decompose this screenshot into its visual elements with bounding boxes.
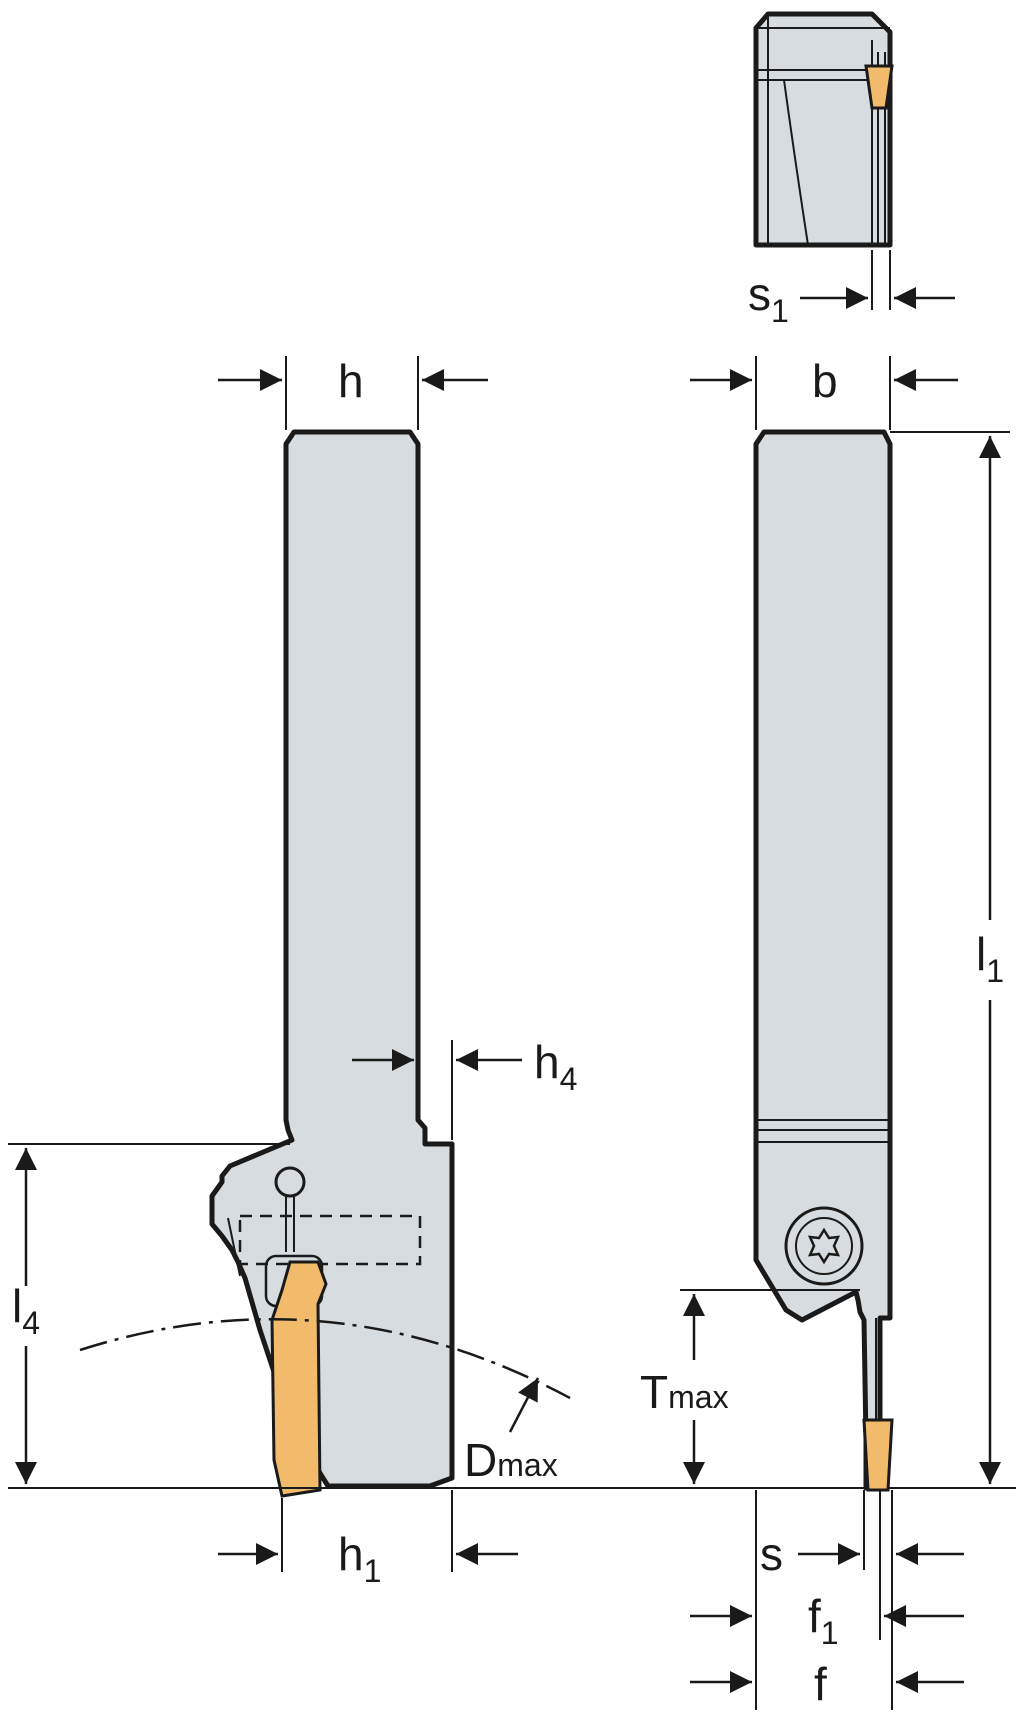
- l1-label: l1: [976, 928, 1004, 989]
- dimension-h1: h1: [218, 1490, 518, 1589]
- s1-label: s1: [748, 268, 789, 329]
- top-holder-curve: [783, 79, 809, 246]
- b-label: b: [812, 355, 838, 407]
- h1-label: h1: [338, 1528, 381, 1589]
- dimension-dmax: Dmax: [464, 1377, 558, 1486]
- l4-label: l4: [12, 1280, 40, 1341]
- dimension-h4: h4: [352, 1036, 577, 1140]
- dimension-l1: l1: [890, 431, 1016, 1484]
- dimension-b: b: [690, 355, 958, 430]
- front-insert: [862, 1418, 894, 1492]
- shank-body: [209, 429, 455, 1489]
- blade-clamp-band: [756, 1119, 890, 1143]
- dimension-s1: s1: [748, 250, 955, 329]
- top-end-view: [753, 11, 894, 248]
- dmax-arc: [79, 1317, 571, 1400]
- f1-label: f1: [808, 1590, 839, 1651]
- right-front-view: [753, 429, 894, 1492]
- torx-screw-inner: [795, 1217, 853, 1275]
- clamp-screw-hidden: [238, 1214, 422, 1266]
- top-insert: [864, 64, 894, 110]
- dimension-f: f: [690, 1570, 964, 1710]
- dimension-s: s: [760, 1490, 964, 1580]
- s-label: s: [760, 1528, 783, 1580]
- head-detail: [227, 1217, 241, 1277]
- torx-screw-icon: [807, 1227, 841, 1265]
- top-holder-bevel: [756, 14, 890, 245]
- blade-holder-body: [753, 429, 893, 1491]
- tmax-label: Tmax: [640, 1366, 729, 1418]
- h4-label: h4: [534, 1036, 577, 1097]
- torx-screw-outer: [784, 1206, 864, 1286]
- clamp-pin-head: [274, 1166, 306, 1198]
- h-label: h: [338, 355, 364, 407]
- dimension-tmax: Tmax: [640, 1289, 860, 1484]
- top-holder-body: [753, 11, 893, 248]
- left-side-view: [79, 429, 571, 1498]
- cutting-insert: [270, 1260, 328, 1498]
- dimension-h: h: [218, 355, 488, 430]
- dmax-label: Dmax: [464, 1434, 558, 1486]
- f-label: f: [814, 1658, 827, 1710]
- dimension-f1: f1: [690, 1490, 964, 1710]
